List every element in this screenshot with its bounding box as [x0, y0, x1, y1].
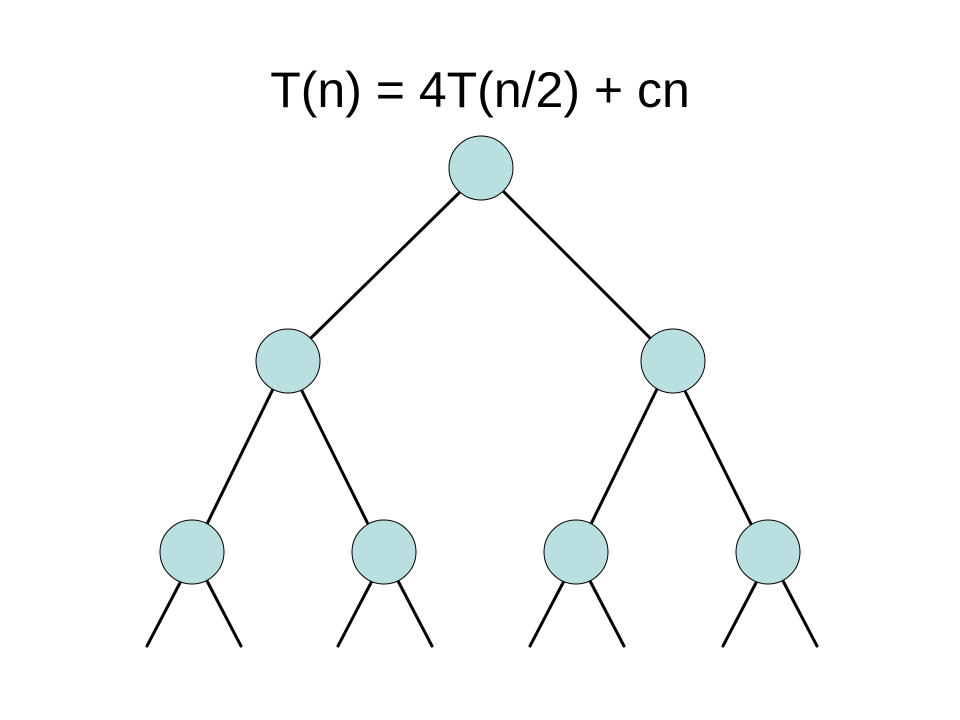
- recurrence-title: T(n) = 4T(n/2) + cn: [270, 62, 690, 118]
- stub-4b: [780, 577, 819, 648]
- stub-2b: [395, 577, 434, 648]
- stub-1b: [204, 577, 243, 648]
- level2-node-2: [351, 519, 417, 585]
- stub-3a: [528, 577, 567, 648]
- stub-4a: [721, 577, 760, 648]
- root-node: [448, 135, 514, 201]
- edge-root-right: [502, 190, 653, 341]
- edge-right-leftchild: [589, 387, 659, 526]
- tree-edges: [145, 190, 819, 648]
- level1-left-node: [255, 328, 321, 394]
- edge-left-rightchild: [299, 387, 370, 526]
- tree-nodes: [159, 135, 801, 585]
- level1-right-node: [640, 328, 706, 394]
- stub-1a: [145, 577, 184, 648]
- stub-3b: [587, 577, 626, 648]
- level2-node-1: [159, 519, 225, 585]
- edge-right-rightchild: [682, 387, 753, 526]
- level2-node-3: [543, 519, 609, 585]
- edge-root-left: [309, 191, 461, 340]
- level2-node-4: [735, 519, 801, 585]
- edge-left-leftchild: [205, 387, 275, 526]
- stub-2a: [336, 577, 375, 648]
